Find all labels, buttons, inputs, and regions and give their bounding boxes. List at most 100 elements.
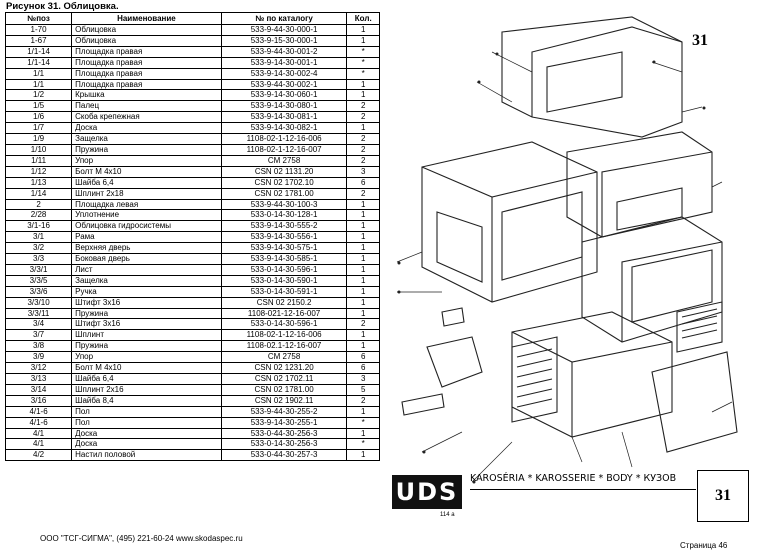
cell-position: 1/10	[4, 143, 73, 156]
floor-panel-outline	[511, 311, 673, 438]
cell-name: Площадка правая	[71, 67, 222, 80]
cell-name: Верхняя дверь	[71, 242, 222, 255]
cell-catalog-number: 533-9-14-30-585-1	[220, 253, 348, 265]
cell-quantity: 1	[346, 307, 380, 320]
cell-quantity: 1	[346, 427, 380, 440]
cell-quantity: 1	[346, 24, 380, 36]
cell-position: 3/1	[4, 231, 73, 244]
cell-quantity: *	[346, 56, 380, 69]
cell-name: Пружина	[71, 143, 222, 156]
latch-assembly-outline	[426, 336, 483, 388]
cell-quantity: 6	[346, 362, 380, 374]
cell-position: 2/28	[4, 209, 73, 222]
cell-quantity: 1	[346, 263, 380, 276]
cell-catalog-number: CM 2758	[220, 351, 348, 364]
cell-catalog-number: 533-9-44-30-255-2	[220, 405, 348, 418]
cell-position: 1/6	[4, 111, 73, 124]
parts-table: №поз Наименование № по каталогу Кол. 1-7…	[4, 12, 380, 462]
cell-name: Рама	[71, 231, 222, 244]
cell-name: Площадка правая	[71, 78, 222, 91]
cell-position: 1/13	[4, 176, 73, 189]
cell-quantity: 1	[346, 242, 380, 255]
cell-catalog-number: 1108-02.1-12-16-007	[220, 340, 348, 353]
cell-position: 1/1	[4, 67, 73, 80]
cell-name: Шплинт 2х18	[71, 187, 222, 200]
cell-name: Пружина	[71, 307, 222, 320]
header-quantity: Кол.	[346, 12, 380, 25]
cell-quantity: 1	[346, 209, 380, 222]
cell-name: Штифт 3х16	[71, 296, 222, 309]
cell-quantity: 3	[346, 373, 380, 385]
cell-name: Облицовка	[71, 24, 222, 36]
cell-quantity: 3	[346, 165, 380, 178]
cell-catalog-number: 533-9-14-30-555-2	[220, 220, 348, 233]
hydraulic-housing-outline	[421, 141, 598, 303]
cell-name: Доска	[71, 438, 222, 451]
table-header-row: №поз Наименование № по каталогу Кол.	[4, 12, 380, 25]
cell-quantity: 1	[346, 274, 380, 287]
cell-name: Защелка	[71, 274, 222, 287]
cell-name: Ручка	[71, 285, 222, 298]
cell-position: 3/12	[4, 362, 73, 374]
cell-catalog-number: 533-0-14-30-596-1	[220, 318, 348, 331]
cell-name: Площадка левая	[71, 198, 222, 211]
cell-catalog-number: CSN 02 2150.2	[220, 296, 348, 309]
right-board-outline	[651, 351, 738, 453]
cell-quantity: *	[346, 438, 380, 451]
cell-quantity: 1	[346, 122, 380, 135]
cell-catalog-number: 533-9-14-30-002-4	[220, 67, 348, 80]
cell-catalog-number: 1108-02-1-12-16-007	[220, 143, 348, 156]
uds-logo: UDS	[392, 475, 462, 509]
cell-position: 1/1	[4, 78, 73, 91]
cell-quantity: 1	[346, 34, 380, 47]
cell-position: 3/14	[4, 383, 73, 396]
cell-catalog-number: 533-0-14-30-128-1	[220, 209, 348, 222]
cell-position: 3/3	[4, 253, 73, 265]
cell-catalog-number: CSN 02 1231.20	[220, 362, 348, 374]
cell-catalog-number: 533-9-14-30-575-1	[220, 242, 348, 255]
footer-company: ООО "ТСГ-СИГМА", (495) 221-60-24 www.sko…	[40, 534, 243, 543]
cell-quantity: 1	[346, 405, 380, 418]
cell-catalog-number: 533-9-44-30-001-2	[220, 45, 348, 58]
cell-name: Облицовка	[71, 34, 222, 47]
cell-catalog-number: 533-9-44-30-002-1	[220, 78, 348, 91]
cell-position: 3/3/11	[4, 307, 73, 320]
top-door-panel	[501, 191, 583, 281]
cell-quantity: 5	[346, 383, 380, 396]
grille-outline	[511, 336, 558, 423]
title-band-underline	[470, 489, 696, 490]
cell-position: 4/1-6	[4, 416, 73, 429]
cell-catalog-number: CSN 02 1781.00	[220, 187, 348, 200]
cell-catalog-number: CSN 02 1131.20	[220, 165, 348, 178]
cell-position: 1/12	[4, 165, 73, 178]
cell-quantity: *	[346, 45, 380, 58]
upper-cabinet-edge	[531, 26, 683, 117]
cell-position: 3/8	[4, 340, 73, 353]
exploded-diagram	[396, 16, 738, 484]
figure-title: Рисунок 31. Облицовка.	[6, 1, 119, 12]
cell-name: Облицовка гидросистемы	[71, 220, 222, 233]
cell-name: Шайба 6,4	[71, 373, 222, 385]
header-catalog-number: № по каталогу	[220, 12, 348, 25]
cell-quantity: 2	[346, 111, 380, 124]
cell-name: Палец	[71, 100, 222, 113]
cell-quantity: 2	[346, 318, 380, 331]
